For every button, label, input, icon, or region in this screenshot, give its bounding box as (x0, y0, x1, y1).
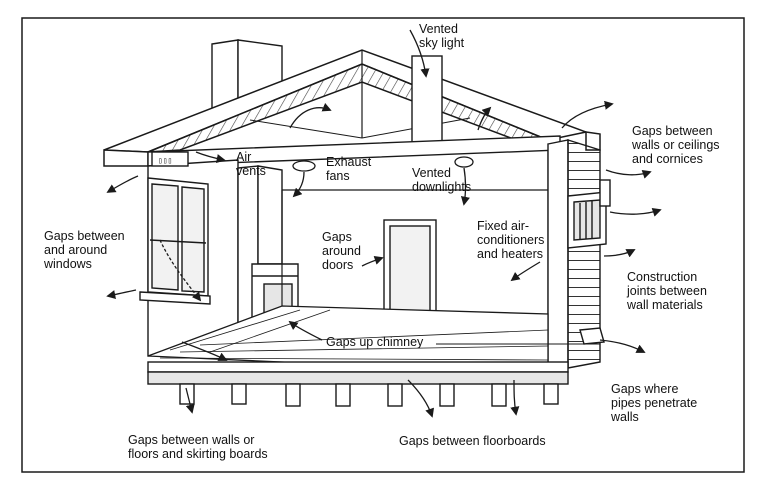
label-vented-downlights: Vented downlights (412, 166, 472, 194)
label-gaps-chimney: Gaps up chimney (326, 335, 424, 349)
label-gaps-walls-ceilings: Gaps between walls or ceilings and corni… (632, 124, 720, 166)
label-vented-sky-light: Vented sky light (419, 22, 465, 50)
left-wall: ▯▯▯ (139, 151, 239, 357)
floor (147, 305, 549, 375)
label-gaps-pipes: Gaps where pipes penetrate walls (611, 382, 698, 424)
floor-joists (147, 361, 569, 407)
frame-border (21, 17, 745, 473)
label-construction-joints: Construction joints between wall materia… (627, 270, 707, 312)
label-air-vents: Air vents (236, 150, 266, 178)
label-gaps-floorboards: Gaps between floorboards (399, 434, 546, 448)
label-exhaust-fans: Exhaust fans (326, 155, 372, 183)
label-gaps-skirting: Gaps between walls or floors and skirtin… (128, 433, 268, 461)
right-wall (547, 139, 611, 375)
door (383, 219, 437, 313)
sky-light-shaft (411, 55, 443, 147)
label-gaps-windows: Gaps between and around windows (44, 229, 125, 271)
label-gaps-doors: Gaps around doors (322, 230, 361, 272)
airflow-arrows (106, 29, 662, 418)
ceiling-fittings (292, 156, 474, 172)
label-fixed-aircon: Fixed air- conditioners and heaters (477, 219, 545, 261)
svg-text:▯▯▯: ▯▯▯ (158, 157, 172, 166)
